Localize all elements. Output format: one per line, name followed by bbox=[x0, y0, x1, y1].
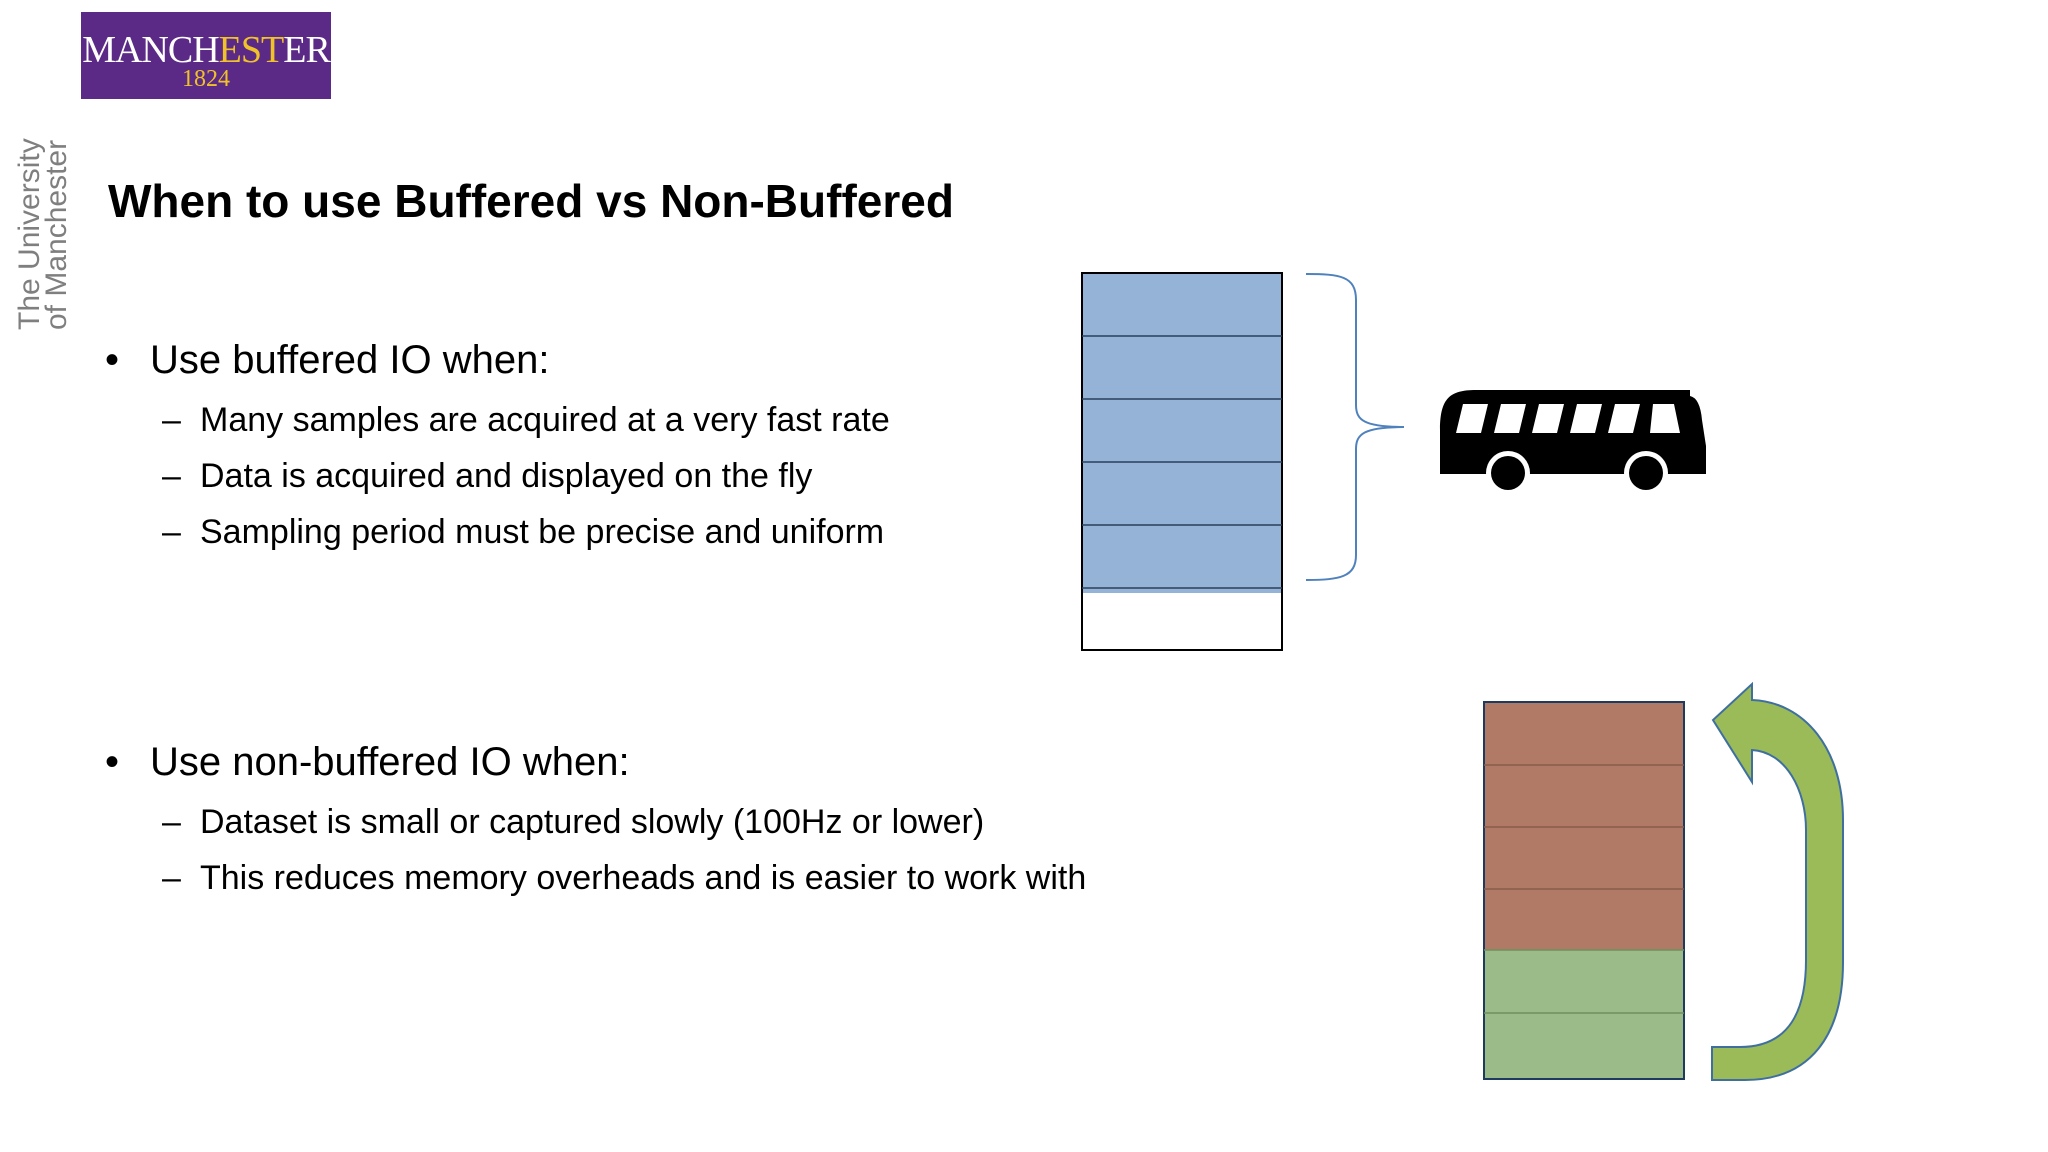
dash: – bbox=[162, 401, 181, 439]
bullet-label: Use buffered IO when: bbox=[150, 338, 550, 382]
buffer-dividers bbox=[1082, 335, 1282, 589]
sub-item-text: This reduces memory overheads and is eas… bbox=[200, 859, 1087, 897]
sub-item: –Data is acquired and displayed on the f… bbox=[162, 457, 812, 496]
dash: – bbox=[162, 457, 181, 495]
logo-text-gold: EST bbox=[218, 29, 285, 71]
bullet-dot: • bbox=[105, 740, 120, 784]
bullet-buffered: • Use buffered IO when: bbox=[105, 338, 550, 383]
sub-item: –Many samples are acquired at a very fas… bbox=[162, 401, 890, 440]
dash: – bbox=[162, 859, 181, 897]
dash: – bbox=[162, 513, 181, 551]
sub-item-text: Many samples are acquired at a very fast… bbox=[200, 401, 890, 439]
sub-item: –Dataset is small or captured slowly (10… bbox=[162, 803, 984, 842]
bullet-label: Use non-buffered IO when: bbox=[150, 740, 630, 784]
sub-item: –Sampling period must be precise and uni… bbox=[162, 513, 884, 552]
slide-title: When to use Buffered vs Non-Buffered bbox=[108, 175, 954, 227]
dash: – bbox=[162, 803, 181, 841]
logo-text-start: MANCH bbox=[82, 29, 219, 71]
logo-year: 1824 bbox=[182, 66, 230, 92]
loop-arrow-icon bbox=[1711, 681, 1844, 1081]
buffer-filled-area bbox=[1082, 273, 1282, 593]
sub-item: –This reduces memory overheads and is ea… bbox=[162, 859, 1086, 898]
non-buffer-outline bbox=[1483, 701, 1685, 1080]
logo-text-end: ER bbox=[283, 29, 331, 71]
curly-brace-icon bbox=[1305, 273, 1405, 581]
bus-icon bbox=[1440, 390, 1706, 495]
sub-item-text: Data is acquired and displayed on the fl… bbox=[200, 457, 813, 495]
buffer-old-samples bbox=[1484, 702, 1684, 950]
non-buffer-dividers bbox=[1484, 764, 1684, 890]
logo-wordmark: MANCHESTER bbox=[81, 28, 331, 72]
sub-item-text: Sampling period must be precise and unif… bbox=[200, 513, 885, 551]
sub-item-text: Dataset is small or captured slowly (100… bbox=[200, 803, 985, 841]
university-logo: MANCHESTER 1824 bbox=[81, 12, 331, 99]
buffer-new-samples bbox=[1484, 950, 1684, 1079]
buffer-column bbox=[1081, 272, 1283, 651]
bullet-non-buffered: • Use non-buffered IO when: bbox=[105, 740, 630, 785]
non-buffer-column bbox=[1483, 701, 1685, 1080]
bullet-dot: • bbox=[105, 338, 120, 382]
